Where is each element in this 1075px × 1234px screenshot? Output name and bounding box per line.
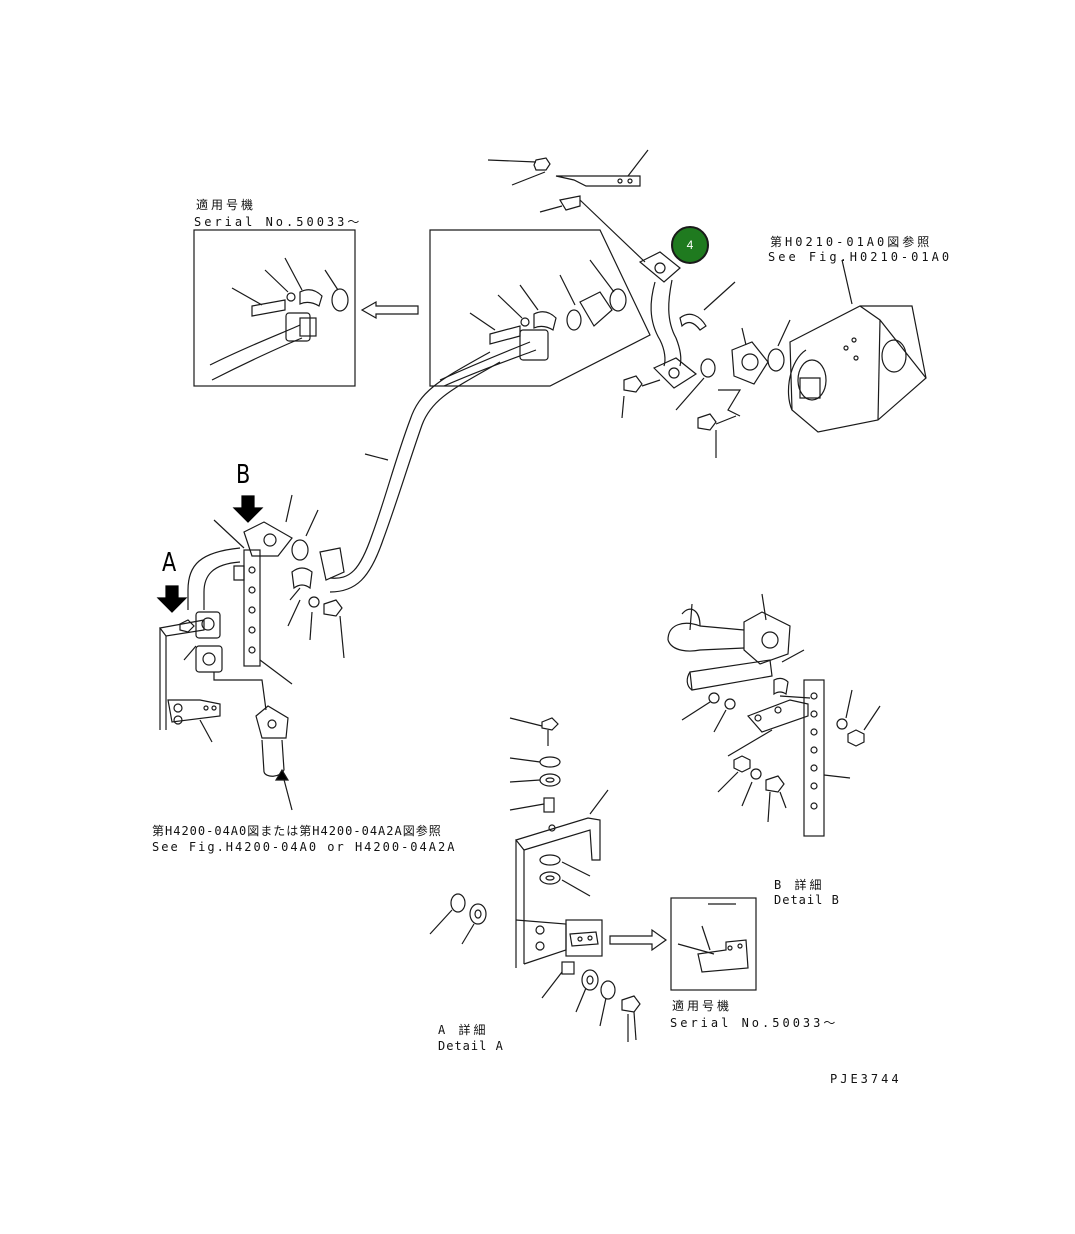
view-arrow-b-icon xyxy=(232,495,264,523)
detail-b-en: Detail B xyxy=(774,893,840,907)
see-fig-top-jp: 第H0210-01A0図参照 xyxy=(770,235,933,249)
main-block-left xyxy=(158,494,345,811)
serial-top-jp: 適用号機 xyxy=(196,198,257,212)
view-label-b: B xyxy=(236,460,251,490)
view-arrow-a-icon xyxy=(156,585,188,613)
callout-number: 4 xyxy=(686,238,694,252)
detail-a-en: Detail A xyxy=(438,1039,504,1053)
see-fig-bottom-en: See Fig.H4200-04A0 or H4200-04A2A xyxy=(152,840,457,854)
hose-main xyxy=(319,351,501,593)
view-label-a: A xyxy=(162,548,177,578)
serial-bottom-jp: 適用号機 xyxy=(672,999,733,1013)
inset-serial-bottom xyxy=(670,897,757,991)
serial-bottom-en: Serial No.50033～ xyxy=(670,1016,839,1030)
inset-serial-top xyxy=(193,229,356,387)
detail-a xyxy=(429,717,641,1042)
serial-top-en: Serial No.50033～ xyxy=(194,215,363,229)
top-bracket xyxy=(487,149,649,263)
see-fig-top-en: See Fig.H0210-01A0 xyxy=(768,250,953,264)
arrow-left-icon xyxy=(360,300,419,320)
see-fig-bottom-jp: 第H4200-04A0図または第H4200-04A2A図参照 xyxy=(152,824,442,838)
arrow-right-icon xyxy=(609,928,668,952)
drawing-number: PJE3744 xyxy=(830,1072,902,1086)
detail-b-jp: B 詳細 xyxy=(774,878,825,892)
detail-b xyxy=(667,593,881,837)
detail-a-jp: A 詳細 xyxy=(438,1023,489,1037)
hydraulic-pump xyxy=(731,259,927,433)
pipe-item-4 xyxy=(621,251,742,458)
part-callout-4[interactable]: 4 xyxy=(671,226,709,264)
inset-detail-top xyxy=(429,229,651,387)
